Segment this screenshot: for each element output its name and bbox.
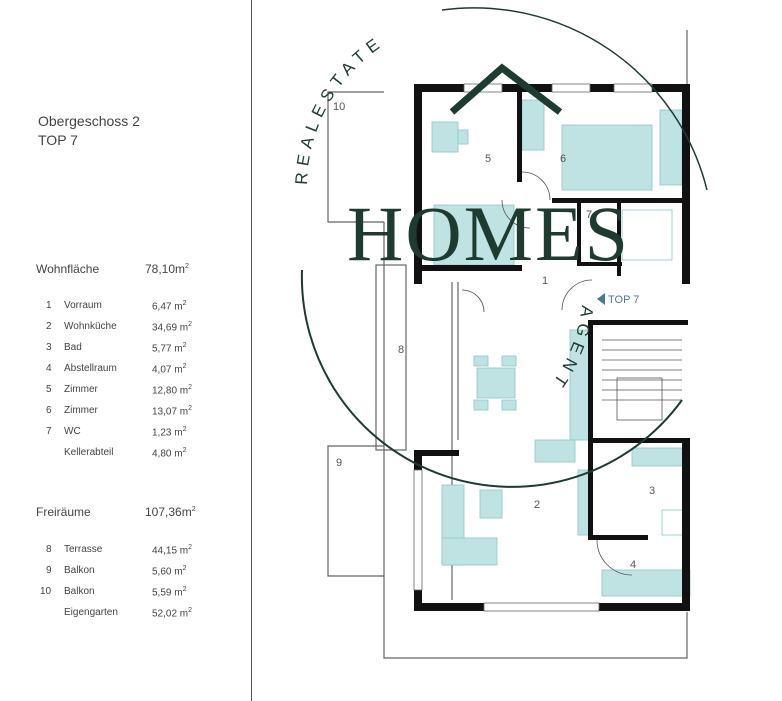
watermark-ring xyxy=(300,269,683,488)
wall-wc xyxy=(577,198,581,266)
terrace-frame xyxy=(375,264,407,451)
wall-stair-left xyxy=(588,320,593,440)
room-number-9: 9 xyxy=(336,457,342,469)
room-number-5: 5 xyxy=(485,153,491,165)
chair xyxy=(473,355,489,367)
door-swing xyxy=(596,539,633,576)
floor-plan: 1 2 3 4 5 6 7 8 9 10 TOP 7 HOMES REALEST… xyxy=(292,7,708,659)
wall-left-upper xyxy=(414,84,422,284)
living-area-label: Wohnfläche xyxy=(36,262,100,276)
door-swing xyxy=(501,199,531,229)
sofa-seat xyxy=(441,537,498,566)
unit-title: Obergeschoss 2 TOP 7 xyxy=(38,112,140,150)
door-swing xyxy=(521,171,551,201)
entry-label: TOP 7 xyxy=(608,294,639,306)
wall-stair-top xyxy=(588,320,688,325)
unit-label: TOP 7 xyxy=(38,132,78,148)
wall-bath-left xyxy=(588,443,593,535)
entry-arrow-icon xyxy=(597,293,605,305)
outdoor-area-value: 107,36m2 xyxy=(145,505,196,519)
room-number-8: 8 xyxy=(398,344,404,356)
room-number-6: 6 xyxy=(560,153,566,165)
room-number-10: 10 xyxy=(333,101,345,113)
bath-vanity xyxy=(631,447,688,467)
balcony-10-outline xyxy=(327,91,384,223)
kitchen-island xyxy=(534,439,576,463)
room-number-4: 4 xyxy=(630,559,636,571)
outdoor-area-label: Freiräume xyxy=(36,505,91,519)
unit-entry-marker: TOP 7 xyxy=(597,293,639,306)
wall-store-top xyxy=(588,535,648,540)
panel-divider xyxy=(251,0,252,701)
dining-table xyxy=(476,367,516,399)
terrace-8-outline xyxy=(383,222,688,659)
storage-shelf xyxy=(601,569,691,597)
desk-room-5 xyxy=(431,121,459,153)
wall-wc-bottom xyxy=(577,262,622,266)
legend-panel: Obergeschoss 2 TOP 7 Wohnfläche 78,10m2 … xyxy=(36,112,196,620)
doors xyxy=(461,171,633,576)
shower-tray xyxy=(621,209,673,261)
chair xyxy=(501,355,517,367)
room-number-1: 1 xyxy=(542,275,548,287)
wardrobe-room-6 xyxy=(521,99,545,151)
chair xyxy=(473,399,489,411)
window xyxy=(613,83,653,93)
wall-shower xyxy=(617,198,621,276)
room-numbers: 1 2 3 4 5 6 7 8 9 10 xyxy=(333,101,655,571)
chair xyxy=(501,399,517,411)
wall-right-lower xyxy=(682,438,690,611)
wall-room5-right xyxy=(517,92,522,182)
wall-right-top xyxy=(682,84,690,284)
floor-label: Obergeschoss 2 xyxy=(38,113,140,129)
window xyxy=(413,469,423,591)
balcony-9-outline xyxy=(327,445,384,577)
furniture xyxy=(431,99,691,597)
room-number-2: 2 xyxy=(534,499,540,511)
window xyxy=(483,602,600,612)
watermark-main: HOMES xyxy=(347,190,630,277)
door-swing xyxy=(461,289,485,313)
chair-room-5 xyxy=(457,129,469,145)
staircase xyxy=(602,339,682,421)
bed-room-6 xyxy=(561,124,653,191)
coffee-table xyxy=(479,489,503,519)
wall-bath-top xyxy=(588,438,688,443)
wall-room5-bottom xyxy=(422,265,522,271)
living-area-value: 78,10m2 xyxy=(145,262,189,276)
door-swing xyxy=(561,279,593,311)
room-number-7: 7 xyxy=(586,209,592,221)
wall-living-top xyxy=(414,450,459,456)
room-number-3: 3 xyxy=(649,485,655,497)
house-roof-icon xyxy=(449,63,563,115)
watermark-ring-top xyxy=(441,7,708,191)
window xyxy=(551,83,591,93)
